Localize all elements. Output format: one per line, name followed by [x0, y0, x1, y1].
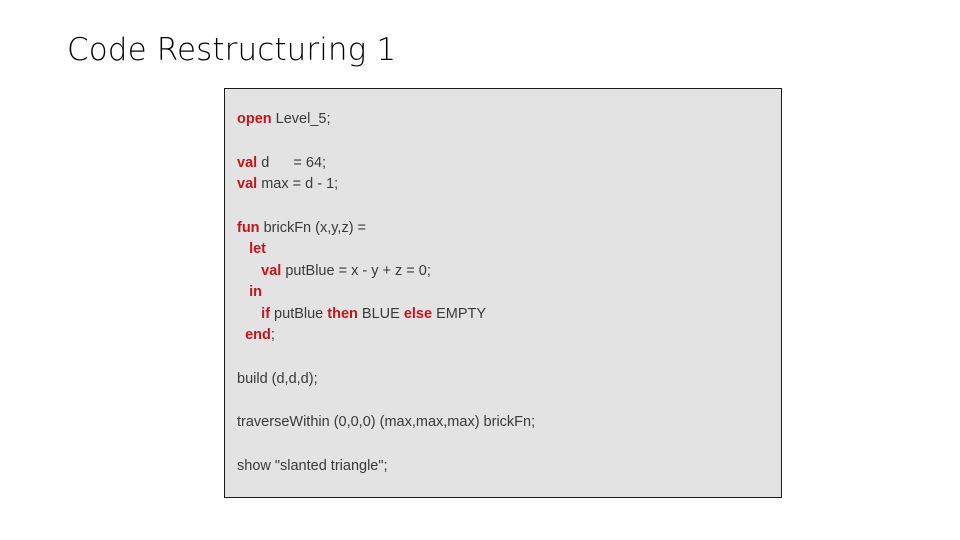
code-text: brickFn (x,y,z) = — [259, 219, 367, 236]
code-text: d = 64; — [257, 154, 327, 171]
code-keyword: then — [327, 305, 358, 322]
code-keyword: let — [249, 241, 267, 257]
code-text: EMPTY — [432, 305, 487, 322]
code-text — [237, 241, 249, 257]
line-in: in — [237, 282, 775, 304]
line-val-max: val max = d - 1; — [237, 174, 775, 196]
code-text: build (d,d,d); — [237, 370, 318, 387]
line-val-d: val d = 64; — [237, 153, 775, 175]
line-let: let — [237, 239, 775, 261]
code-keyword: in — [249, 284, 262, 300]
code-text: BLUE — [357, 305, 404, 322]
code-text: traverseWithin (0,0,0) (max,max,max) bri… — [237, 414, 536, 430]
code-listing: open Level_5;val d = 64;val max = d - 1;… — [237, 109, 775, 477]
code-text: Level_5; — [271, 111, 331, 127]
code-panel: open Level_5;val d = 64;val max = d - 1;… — [224, 88, 782, 498]
code-keyword: else — [403, 305, 433, 322]
code-text — [237, 306, 261, 322]
line-fun-brickfn: fun brickFn (x,y,z) = — [237, 218, 775, 240]
line-open: open Level_5; — [237, 109, 775, 131]
line-show: show "slanted triangle"; — [237, 456, 775, 478]
line-build: build (d,d,d); — [237, 369, 775, 391]
code-keyword: val — [261, 262, 282, 279]
code-keyword: if — [261, 305, 271, 322]
code-text: putBlue — [270, 305, 328, 322]
code-keyword: fun — [237, 219, 260, 236]
line-if-then-else: if putBlue then BLUE else EMPTY — [237, 304, 775, 326]
code-keyword: open — [237, 111, 272, 127]
code-text — [237, 263, 261, 279]
line-val-putblue: val putBlue = x - y + z = 0; — [237, 261, 775, 283]
code-text — [237, 327, 245, 343]
line-traverse: traverseWithin (0,0,0) (max,max,max) bri… — [237, 412, 775, 434]
page-title: Code Restructuring 1 — [67, 32, 397, 68]
code-text: max = d - 1; — [257, 176, 339, 192]
code-keyword: val — [237, 176, 258, 192]
code-keyword: end — [245, 327, 271, 343]
code-text: ; — [270, 327, 275, 343]
code-text: putBlue = x - y + z = 0; — [281, 262, 431, 279]
code-text — [237, 284, 249, 300]
code-text: show "slanted triangle"; — [237, 457, 388, 474]
line-end: end; — [237, 325, 775, 347]
code-keyword: val — [237, 154, 258, 171]
